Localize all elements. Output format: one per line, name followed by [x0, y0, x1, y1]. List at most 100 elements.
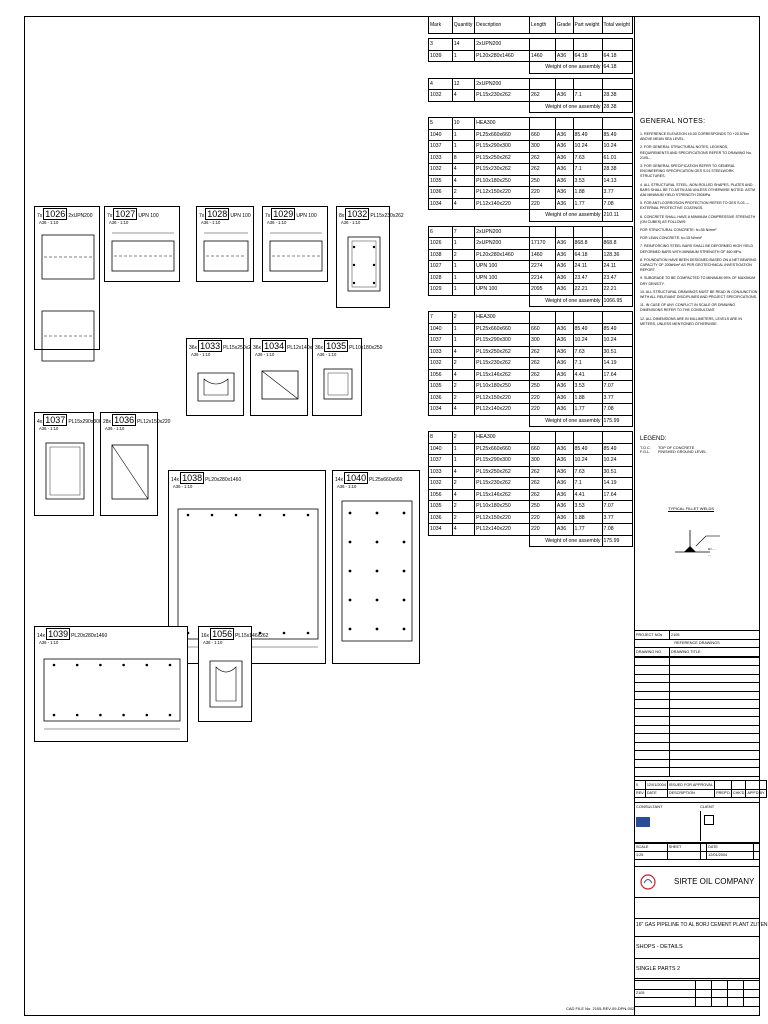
bom-cell: 300 [529, 454, 556, 467]
bom-cell: 868.8 [572, 237, 603, 250]
part-mark: 1039 [46, 628, 71, 640]
assembly-desc: HEA300 [474, 311, 531, 324]
bom-cell: 1035 [428, 380, 453, 393]
bom-cell: A36 [554, 442, 574, 455]
bom-cell: 1 [451, 271, 476, 284]
bom-cell: 4 [451, 488, 476, 501]
weight-label: Weight of one assembly [529, 61, 603, 74]
bom-cell: 3.53 [572, 500, 603, 513]
bom-cell: 1035 [428, 174, 453, 187]
bom-cell: 4 [451, 465, 476, 478]
bom-header-cell: Part weight [572, 16, 603, 34]
bom-cell: PL20x280x1460 [474, 49, 531, 62]
bom-cell: 85.49 [572, 322, 603, 335]
drawing-frame [24, 16, 760, 1016]
bom-cell: 1026 [428, 237, 453, 250]
bom-cell: 1056 [428, 368, 453, 381]
bom-cell: A36 [554, 248, 574, 261]
bom-cell: 262 [529, 163, 556, 176]
bom-cell: 4 [451, 345, 476, 358]
assembly-qty: 7 [451, 225, 476, 238]
part-count: 7x [37, 213, 43, 219]
general-note-item: 4. ALL STRUCTURAL STEEL, NON-ROLLED SHAP… [640, 182, 756, 198]
part-description: PL15x250x262 [223, 345, 257, 351]
weight-label: Weight of one assembly [529, 100, 603, 113]
bom-cell: 1.77 [572, 523, 603, 536]
bom-cell: 14.13 [601, 174, 633, 187]
footer-project-no: 2105 [633, 988, 697, 998]
bom-cell: 10.24 [601, 140, 633, 153]
bom-cell: 2 [451, 500, 476, 513]
bom-cell: A36 [554, 511, 574, 524]
bom-cell: PL12x150x220 [474, 186, 531, 199]
part-grade-scale: A36 - 1:10 [341, 220, 361, 225]
bom-cell: 4 [451, 403, 476, 416]
bom-cell: UPN 100 [474, 260, 531, 273]
part-mark: 1036 [112, 414, 137, 426]
bom-cell: 1460 [529, 248, 556, 261]
bom-cell: A36 [554, 380, 574, 393]
part-grade-scale: A36 - 1:10 [39, 426, 59, 431]
part-count: 16x [201, 633, 210, 639]
part-mark: 1028 [205, 208, 230, 220]
part-mark: 1035 [324, 340, 349, 352]
bom-cell: 22.21 [572, 283, 603, 296]
scale-value: 1:25 [634, 850, 668, 860]
bom-cell: A36 [554, 334, 574, 347]
bom-cell: 7.1 [572, 163, 603, 176]
bom-cell: 220 [529, 523, 556, 536]
bom-cell: 1.88 [572, 391, 603, 404]
cad-file-number: No. 2105-REV-09-DPN-002 [585, 1006, 635, 1011]
bom-cell: UPN 100 [474, 283, 531, 296]
disclaimer-box [636, 898, 696, 916]
assembly-total-weight: 1066.95 [601, 294, 633, 307]
bom-cell: PL25x660x660 [474, 322, 531, 335]
bom-cell: A36 [554, 49, 574, 62]
bom-cell: 262 [529, 368, 556, 381]
bom-cell: 1032 [428, 357, 453, 370]
bom-cell: A36 [554, 197, 574, 210]
bom-cell: 24.11 [601, 260, 633, 273]
bom-cell: PL25x660x660 [474, 128, 531, 141]
part-description: PL15x230x262 [370, 213, 404, 219]
part-sketch [269, 232, 323, 272]
bom-cell: 10.24 [572, 334, 603, 347]
bom-cell: 1056 [428, 488, 453, 501]
bom-cell: A36 [554, 174, 574, 187]
drawing-title: SHOPS - DETAILS [636, 944, 683, 950]
part-count: 14x [335, 477, 344, 483]
bom-cell: A36 [554, 477, 574, 490]
bom-cell: 250 [529, 500, 556, 513]
bom-cell: 1032 [428, 477, 453, 490]
bom-cell: 660 [529, 322, 556, 335]
bom-cell: 1028 [428, 271, 453, 284]
bom-cell: A36 [554, 345, 574, 358]
bom-cell: 3.77 [601, 186, 633, 199]
part-description: PL12x150x220 [137, 419, 171, 425]
part-grade-scale: A36 - 1:10 [203, 640, 223, 645]
part-mark: 1040 [344, 472, 369, 484]
bom-cell: PL12x140x220 [474, 403, 531, 416]
bom-cell: 7.63 [572, 465, 603, 478]
part-grade-scale: A36 - 1:10 [267, 220, 287, 225]
bom-cell: 17.64 [601, 488, 633, 501]
general-note-item: 6. CONCRETE SHALL HAVE A MINIMUM COMPRES… [640, 214, 756, 224]
